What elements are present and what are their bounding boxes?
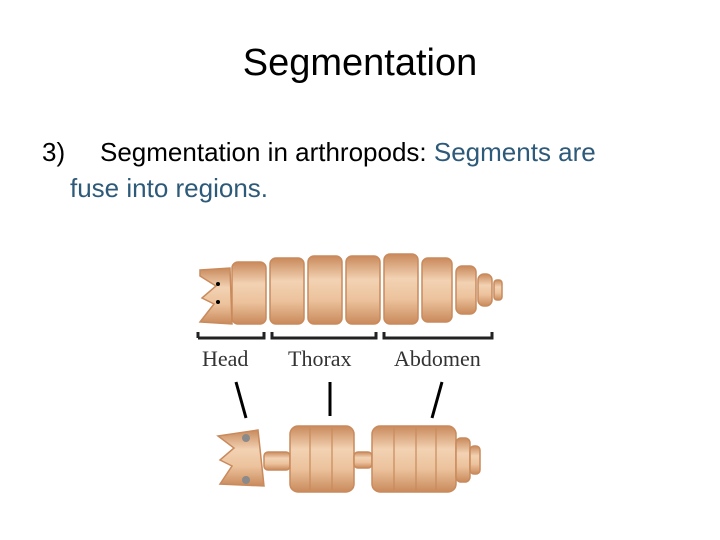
bullet-text: 3) Segmentation in arthropods: Segments a… — [42, 134, 682, 206]
abdomen-tail-segment — [455, 437, 471, 483]
fused-thorax-region — [289, 425, 355, 493]
region-brackets — [196, 332, 494, 340]
thorax-bracket — [270, 332, 378, 340]
body-segment — [455, 265, 477, 315]
bullet-number: 3) — [42, 137, 66, 167]
segmented-body-top — [198, 253, 503, 325]
label-thorax: Thorax — [288, 346, 352, 371]
body-segment — [383, 253, 419, 325]
waist-connector — [353, 451, 373, 469]
body-segment — [493, 279, 503, 301]
arthropod-segmentation-diagram: Head Thorax Abdomen — [180, 240, 520, 510]
eye-gray-icon — [242, 434, 250, 442]
abdomen-tail-segment — [469, 445, 481, 475]
pointer-lines — [234, 381, 444, 419]
neck-connector — [263, 451, 291, 471]
body-segment — [345, 255, 381, 325]
body-segment — [269, 257, 305, 325]
abdomen-pointer-line — [430, 381, 444, 419]
head-bracket — [196, 332, 266, 340]
label-head: Head — [202, 346, 248, 371]
body-segment — [231, 261, 267, 325]
eye-dot — [216, 282, 220, 286]
bullet-continuation-text: fuse into regions. — [70, 173, 269, 203]
body-segment — [421, 257, 453, 323]
fused-abdomen-region — [371, 425, 457, 493]
label-abdomen: Abdomen — [394, 346, 481, 371]
abdomen-bracket — [382, 332, 494, 340]
fused-head-region — [216, 429, 265, 487]
bullet-accent-text: Segments are — [433, 137, 596, 167]
body-segment — [477, 273, 493, 307]
segmentation-illustration: Head Thorax Abdomen — [196, 253, 503, 493]
slide-title: Segmentation — [242, 42, 478, 84]
head-segment-top — [198, 267, 233, 325]
bullet-lead-text: Segmentation in arthropods: — [100, 137, 434, 167]
body-segment — [307, 255, 343, 325]
eye-dot — [216, 300, 220, 304]
head-pointer-line — [234, 381, 248, 419]
fused-body-bottom — [216, 425, 481, 493]
eye-gray-icon — [242, 476, 250, 484]
